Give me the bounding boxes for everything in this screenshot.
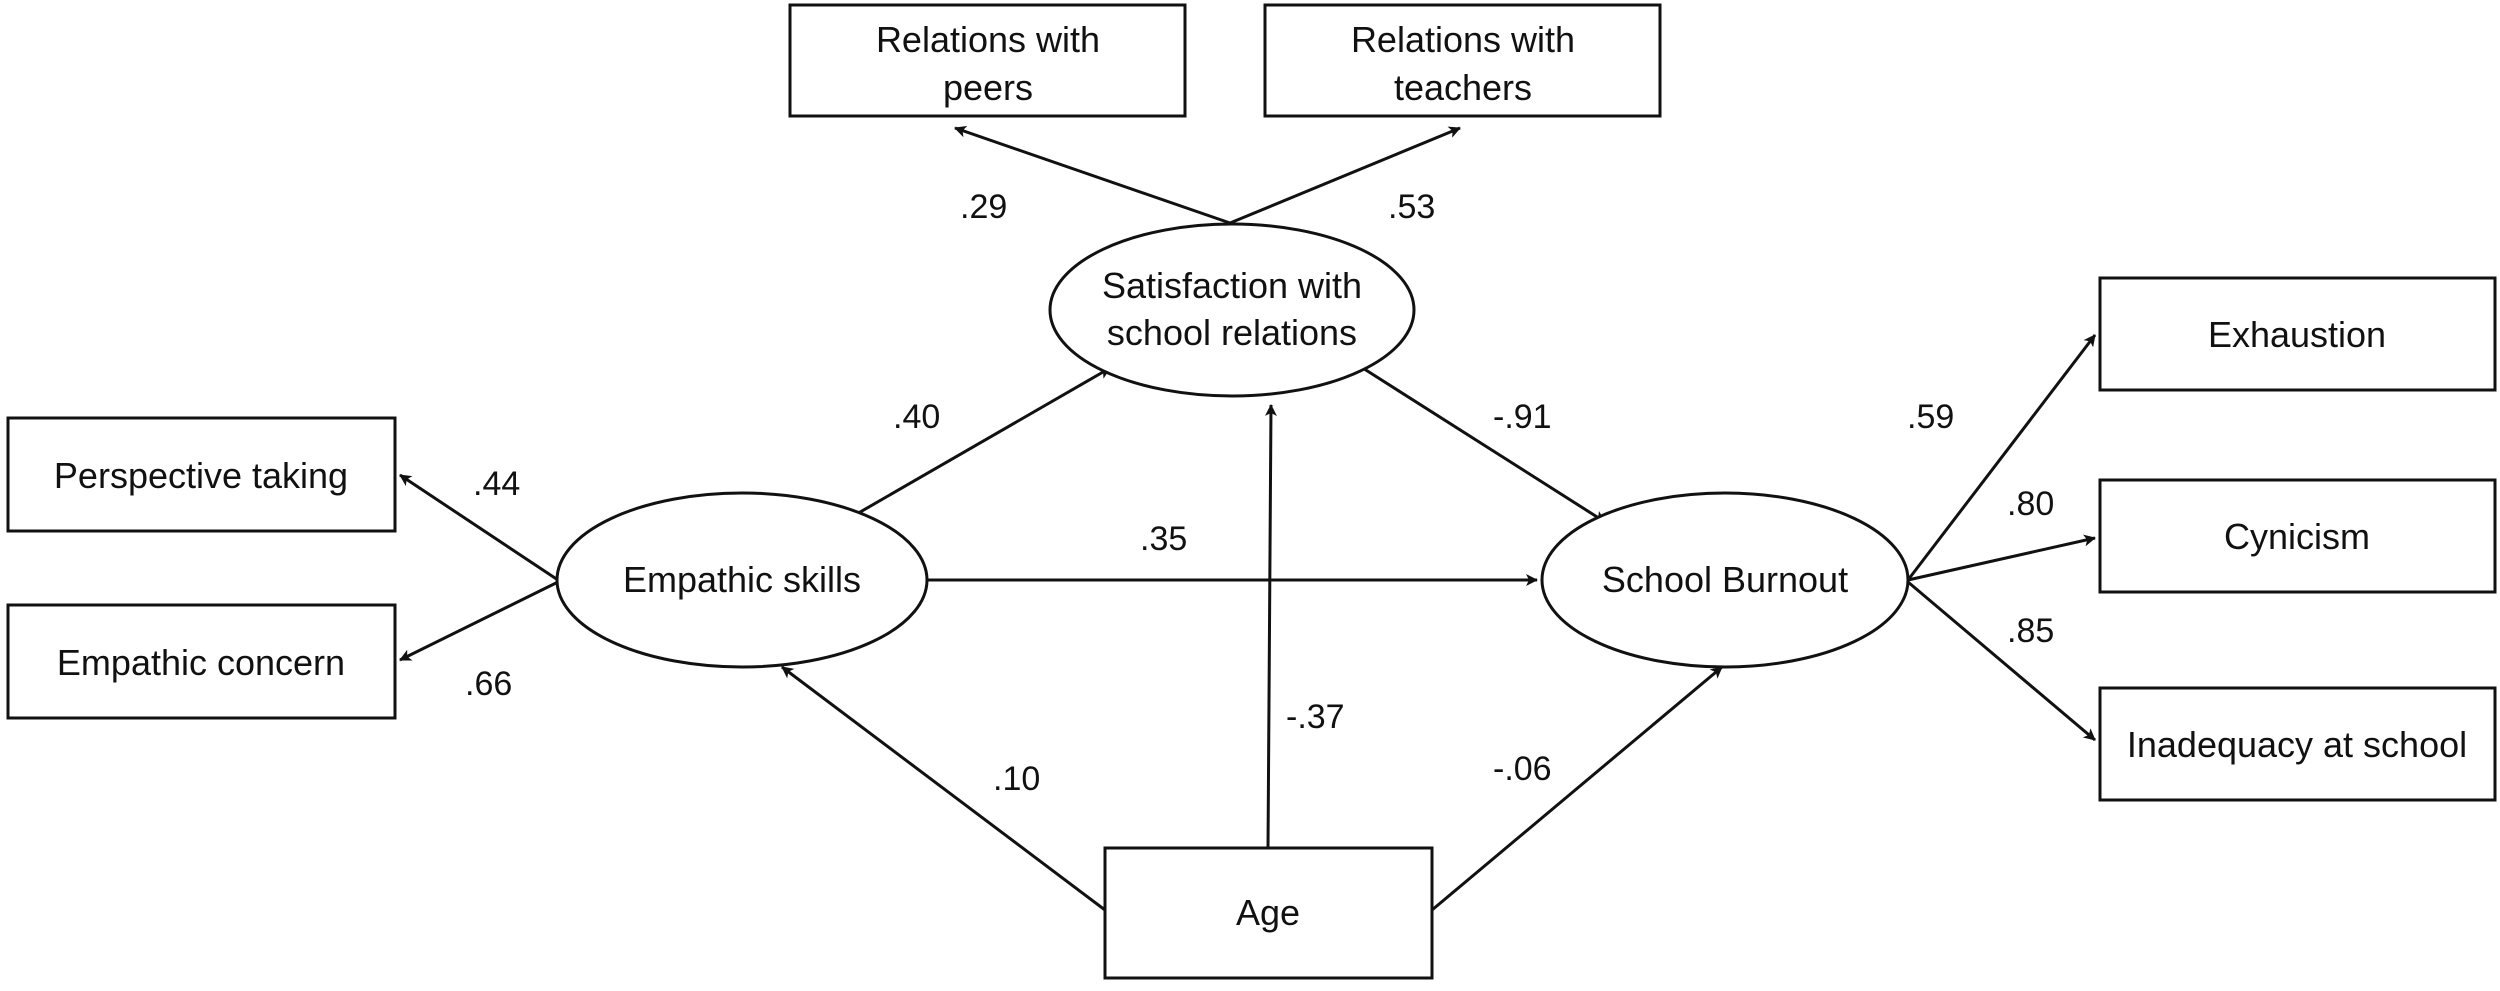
coef-empathic-to-satisfaction: .40 <box>893 398 940 436</box>
coef-burnout-to-cynicism: .80 <box>2007 485 2054 523</box>
node-exhaustion: Exhaustion <box>2098 276 2497 392</box>
coef-satisfaction-to-burnout: -.91 <box>1493 398 1552 436</box>
edge-burnout-to-cynicism <box>1907 534 2096 582</box>
edge-age-to-satisfaction <box>1264 404 1277 849</box>
edge-satisfaction-to-teachers <box>1229 126 1461 225</box>
node-label: Relations with <box>1351 19 1575 60</box>
coef-empathic-to-concern: .66 <box>465 665 512 703</box>
node-inadequacy-at-school: Inadequacy at school <box>2098 686 2497 802</box>
node-empathic-concern: Empathic concern <box>6 603 397 720</box>
node-label: teachers <box>1394 67 1532 108</box>
node-satisfaction-with-school-relations: Satisfaction with school relations <box>1048 222 1416 398</box>
node-label: Inadequacy at school <box>2127 724 2467 765</box>
node-age: Age <box>1103 846 1434 980</box>
path-coefficients: .29 .53 .40 -.91 .44 .66 .35 .10 -.37 -.… <box>465 188 2054 798</box>
node-label: Age <box>1236 892 1300 933</box>
coef-satisfaction-to-peers: .29 <box>960 188 1007 226</box>
edge-empathic-to-satisfaction <box>854 366 1111 517</box>
edge-burnout-to-inadequacy <box>1907 580 2096 742</box>
coef-burnout-to-exhaustion: .59 <box>1907 398 1954 436</box>
edge-age-to-burnout <box>1431 665 1723 912</box>
node-relations-with-peers: Relations with peers <box>788 3 1187 118</box>
edge-satisfaction-to-burnout <box>1357 363 1606 524</box>
coef-burnout-to-inadequacy: .85 <box>2007 612 2054 650</box>
node-empathic-skills: Empathic skills <box>555 491 929 669</box>
node-label: Empathic concern <box>57 642 345 683</box>
node-label: Relations with <box>876 19 1100 60</box>
node-school-burnout: School Burnout <box>1540 491 1910 669</box>
node-label: peers <box>943 67 1033 108</box>
edge-age-to-empathic <box>781 665 1106 912</box>
node-label: Exhaustion <box>2208 314 2386 355</box>
coef-satisfaction-to-teachers: .53 <box>1388 188 1435 226</box>
edge-empathic-to-concern <box>399 580 559 662</box>
coef-empathic-to-perspective: .44 <box>473 465 520 503</box>
node-label: Cynicism <box>2224 516 2370 557</box>
edge-empathic-to-perspective <box>399 473 559 582</box>
coef-age-to-empathic: .10 <box>993 760 1040 798</box>
node-cynicism: Cynicism <box>2098 478 2497 594</box>
coef-age-to-satisfaction: -.37 <box>1286 698 1345 736</box>
node-relations-with-teachers: Relations with teachers <box>1263 3 1662 118</box>
edge-burnout-to-exhaustion <box>1906 334 2097 581</box>
coef-age-to-burnout: -.06 <box>1493 750 1552 788</box>
node-label: School Burnout <box>1602 559 1848 600</box>
coef-empathic-to-burnout: .35 <box>1140 520 1187 558</box>
edge-satisfaction-to-peers <box>954 125 1231 225</box>
node-label: Perspective taking <box>54 455 348 496</box>
node-perspective-taking: Perspective taking <box>6 416 397 533</box>
edges <box>399 125 2097 912</box>
nodes: Relations with peers Relations with teac… <box>6 3 2497 980</box>
node-label: Empathic skills <box>623 559 861 600</box>
node-label: Satisfaction with <box>1102 265 1362 306</box>
node-label: school relations <box>1107 312 1357 353</box>
